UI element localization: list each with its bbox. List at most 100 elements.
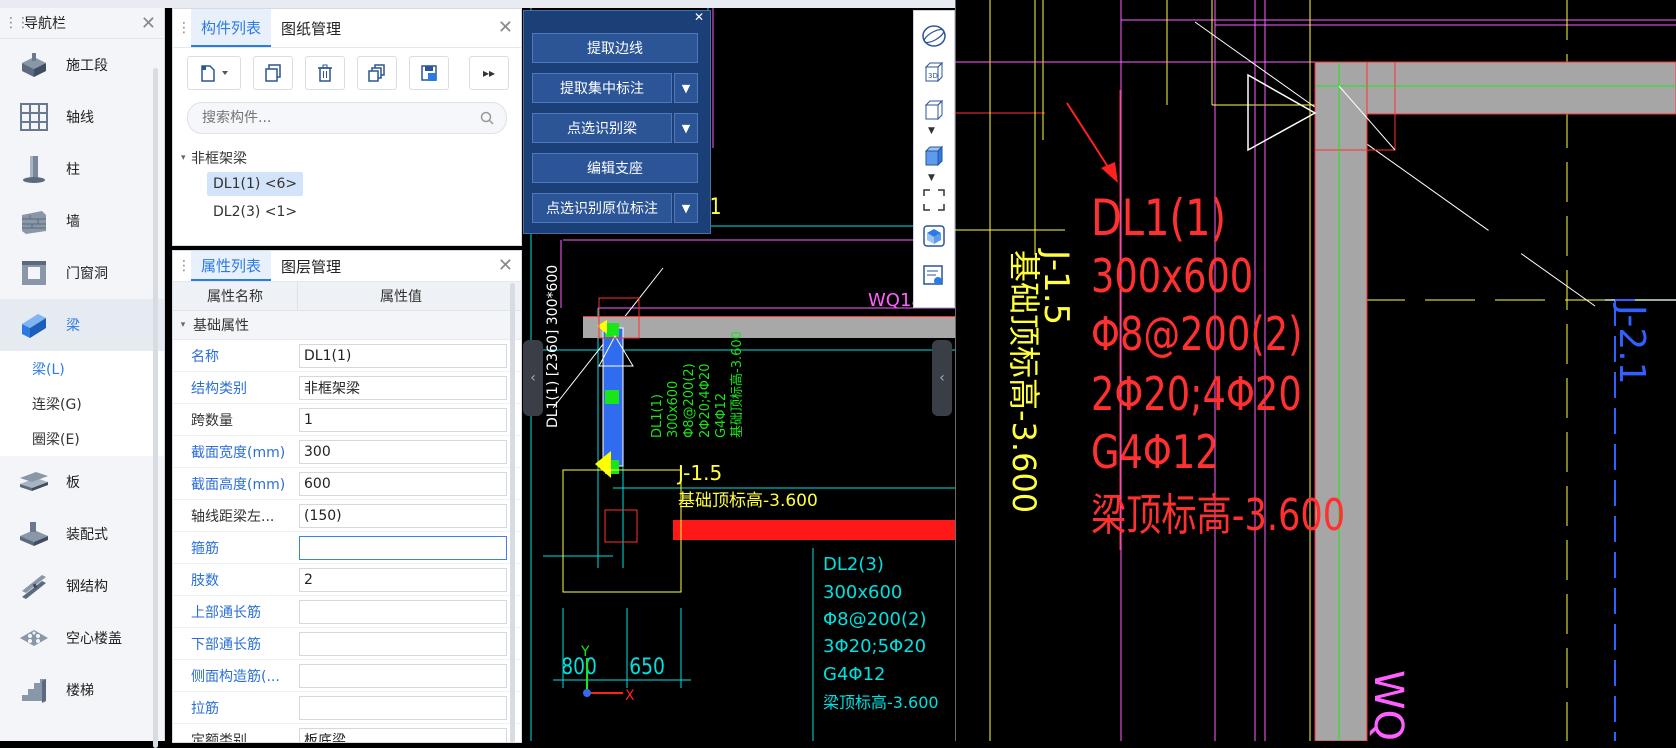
property-value-field[interactable]: 300 <box>299 439 507 464</box>
edit-support-button[interactable]: 编辑支座 <box>532 153 698 183</box>
cad-label-j15: J-1.5 <box>1036 248 1076 325</box>
nav-item-beam[interactable]: 梁 <box>0 299 164 351</box>
close-icon[interactable]: ✕ <box>693 10 704 24</box>
pick-recognize-original-annotation-button[interactable]: 点选识别原位标注 <box>532 193 672 223</box>
tree-group-node[interactable]: ▾ 非框架梁 <box>181 144 521 172</box>
tree-item-dl1[interactable]: DL1(1) <6> <box>207 172 304 196</box>
nav-header: ⋮⋮ 导航栏 ✕ <box>0 8 164 39</box>
cad-dl2-line: DL2(3) <box>823 554 884 575</box>
property-value-field[interactable] <box>299 663 507 688</box>
copy-component-button[interactable] <box>253 56 293 90</box>
tab-property-list[interactable]: 属性列表 <box>191 251 272 281</box>
cad-dl1-line: DL1(1) <box>650 394 665 438</box>
cad-line <box>598 297 640 339</box>
chevron-left-icon: ‹ <box>530 370 536 386</box>
chevron-left-icon: ‹ <box>939 370 945 386</box>
extract-centralized-annotation-button[interactable]: 提取集中标注 <box>532 73 672 103</box>
property-value-field[interactable]: (150) <box>299 503 507 528</box>
settings-list-icon <box>923 265 943 285</box>
display-settings-button[interactable] <box>918 261 950 291</box>
property-scrollbar[interactable] <box>510 283 515 742</box>
more-tools-button[interactable]: ▸▸ <box>469 56 509 90</box>
tab-drawing-management[interactable]: 图纸管理 <box>281 19 342 38</box>
nav-item-label: 楼梯 <box>66 683 94 699</box>
close-icon[interactable]: ✕ <box>497 17 513 38</box>
property-value-field[interactable]: 1 <box>299 407 507 432</box>
tab-component-list[interactable]: 构件列表 <box>191 9 272 47</box>
tab-layer-management[interactable]: 图层管理 <box>281 257 342 276</box>
close-icon[interactable]: ✕ <box>140 13 156 34</box>
property-name: 定额类别 <box>191 732 247 743</box>
cad-beam-red <box>673 520 955 540</box>
cad-line <box>583 316 955 317</box>
save-template-button[interactable] <box>409 56 449 90</box>
nav-subitem-beam-l[interactable]: 梁(L) <box>0 351 164 386</box>
drag-grip-icon[interactable]: ⋮⋮ <box>177 20 203 36</box>
cad-dl1-line: 梁顶标高-3.600 <box>1091 490 1345 541</box>
drag-grip-icon[interactable]: ⋮⋮ <box>4 15 30 31</box>
nav-item-construction-section[interactable]: 施工段 <box>0 39 164 91</box>
nav-item-column[interactable]: 柱 <box>0 143 164 195</box>
nav-scrollbar[interactable] <box>153 68 158 748</box>
dropdown-arrow-button[interactable]: ▼ <box>674 113 698 143</box>
orbit-view-button[interactable] <box>918 21 950 51</box>
nav-item-stair[interactable]: 楼梯 <box>0 664 164 716</box>
grid-axis-icon <box>16 101 52 133</box>
property-value-field[interactable] <box>299 535 507 560</box>
nav-item-prefab[interactable]: 装配式 <box>0 508 164 560</box>
property-value-field[interactable]: 板底梁 <box>299 727 507 742</box>
search-input[interactable] <box>200 109 464 127</box>
pick-recognize-beam-button[interactable]: 点选识别梁 <box>532 113 672 143</box>
property-value-field[interactable]: 非框架梁 <box>299 375 507 400</box>
nav-item-wall[interactable]: 墙 <box>0 195 164 247</box>
nav-subitem-ring-beam[interactable]: 圈梁(E) <box>0 421 164 456</box>
col-property-value: 属性值 <box>380 289 422 305</box>
render-mode-button[interactable] <box>918 141 950 171</box>
wall-icon <box>16 205 52 237</box>
property-value-field[interactable] <box>299 599 507 624</box>
stair-icon <box>16 674 52 706</box>
copy-to-floor-button[interactable] <box>357 56 397 90</box>
property-row: 结构类别非框架梁 <box>173 372 521 404</box>
3d-view-button[interactable]: 3D <box>918 57 950 87</box>
cad-grip-point[interactable] <box>605 323 619 337</box>
nav-item-grid-axis[interactable]: 轴线 <box>0 91 164 143</box>
nav-item-door-window[interactable]: 门窗洞 <box>0 247 164 299</box>
nav-item-hollow-floor[interactable]: 空心楼盖 <box>0 612 164 664</box>
view-cube-button[interactable] <box>918 95 950 125</box>
component-display-button[interactable] <box>918 221 950 251</box>
collapse-left-handle[interactable]: ‹ <box>523 340 543 416</box>
cad-diagonal-line <box>1338 85 1396 151</box>
tree-item-dl2[interactable]: DL2(3) <1> <box>213 204 298 220</box>
close-icon[interactable]: ✕ <box>497 255 513 276</box>
caret-down-icon[interactable]: ▼ <box>928 126 935 136</box>
property-value-field[interactable]: 2 <box>299 567 507 592</box>
property-name: 下部通长筋 <box>191 636 261 653</box>
dropdown-arrow-button[interactable]: ▼ <box>674 73 698 103</box>
collapse-right-handle[interactable]: ‹ <box>932 340 952 416</box>
property-value-field[interactable] <box>299 695 507 720</box>
property-value-field[interactable] <box>299 631 507 656</box>
cad-grip-point[interactable] <box>605 390 619 404</box>
new-component-button[interactable] <box>187 56 241 90</box>
property-value-field[interactable]: 600 <box>299 471 507 496</box>
navigation-panel: ⋮⋮ 导航栏 ✕ 施工段 轴线 柱 墙 门窗洞 梁 <box>0 8 165 748</box>
drag-grip-icon[interactable]: ⋮⋮ <box>177 258 203 274</box>
extract-edge-button[interactable]: 提取边线 <box>532 33 698 63</box>
cad-canvas[interactable]: J-2.1 WQ1a DL1(1) [2360] 300*600 DL1(1) … <box>523 8 955 741</box>
cube-3d-icon: 3D <box>924 61 944 83</box>
nav-item-slab[interactable]: 板 <box>0 456 164 508</box>
cad-zoom-canvas[interactable]: J-1.5 基础顶标高-3.600 DL1(1) 300x600 Φ8@200(… <box>955 0 1676 741</box>
cad-dl1-line: G4Φ12 <box>1091 425 1219 479</box>
search-icon[interactable] <box>480 111 494 125</box>
fullscreen-icon <box>923 189 945 211</box>
delete-component-button[interactable] <box>305 56 345 90</box>
dropdown-arrow-button[interactable]: ▼ <box>674 193 698 223</box>
full-screen-button[interactable] <box>918 185 950 215</box>
property-value-field[interactable]: DL1(1) <box>299 343 507 368</box>
nav-item-steel[interactable]: 钢结构 <box>0 560 164 612</box>
col-property-name: 属性名称 <box>173 282 298 310</box>
nav-subitem-link-beam[interactable]: 连梁(G) <box>0 386 164 421</box>
property-group-basic[interactable]: ▾ 基础属性 <box>173 311 521 340</box>
caret-down-icon[interactable]: ▼ <box>928 173 935 183</box>
